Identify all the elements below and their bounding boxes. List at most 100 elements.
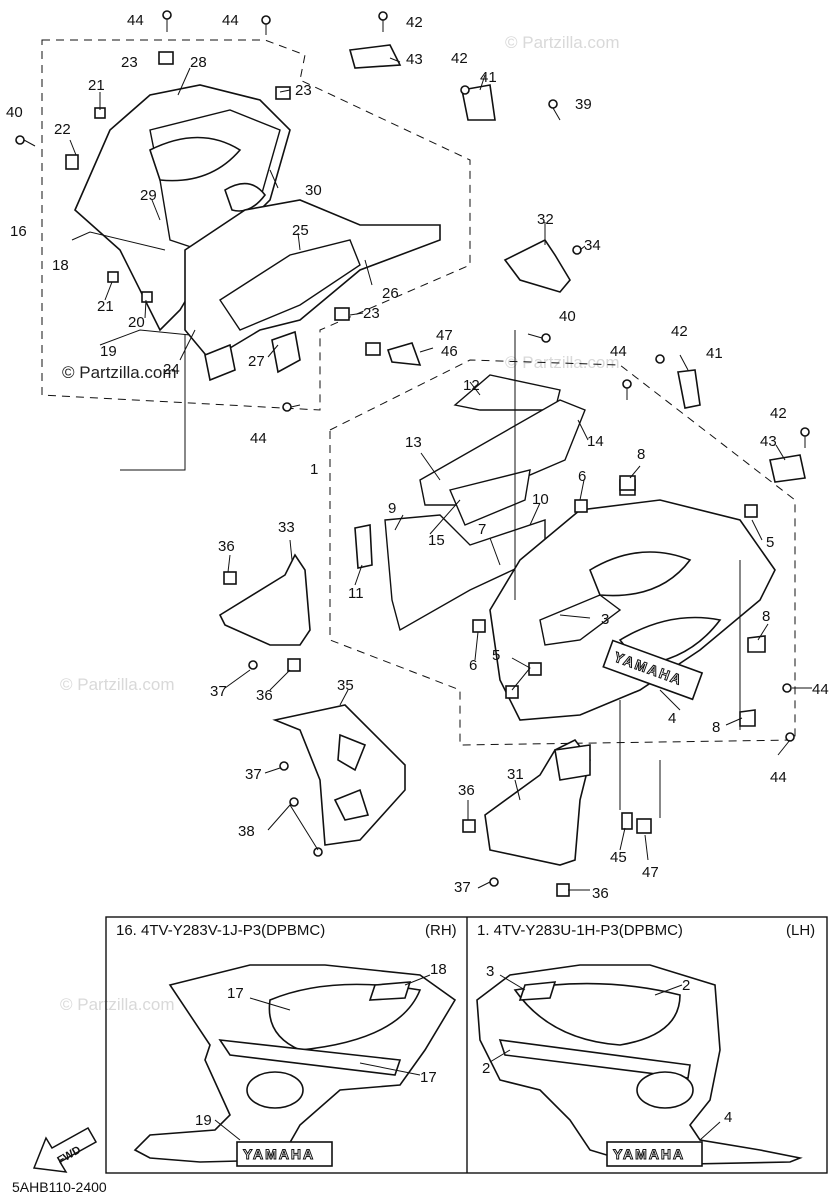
callout-40: 40 [6,104,23,121]
callout-9: 9 [388,500,396,517]
leader-lines [69,57,812,891]
callout-35: 35 [337,677,354,694]
callout-36: 36 [458,782,475,799]
callout-6: 6 [578,468,586,485]
callout-7: 7 [478,521,486,538]
callout-43: 43 [406,51,423,68]
callout-27: 27 [248,353,265,370]
callout-3: 3 [486,963,494,980]
watermark: © Partzilla.com [60,675,175,694]
panel-rh-title: 16. 4TV-Y283V-1J-P3(DPBMC) [116,922,325,939]
yamaha-logo-lh: YAMAHA [613,1146,685,1162]
callout-8: 8 [637,446,645,463]
callout-1: 1 [310,461,318,478]
callout-40: 40 [559,308,576,325]
callout-44: 44 [770,769,787,786]
callout-5: 5 [492,647,500,664]
callout-23: 23 [295,82,312,99]
callout-36: 36 [256,687,273,704]
callout-42: 42 [770,405,787,422]
callout-5: 5 [766,534,774,551]
callout-29: 29 [140,187,157,204]
callout-28: 28 [190,54,207,71]
callout-6: 6 [469,657,477,674]
callout-19: 19 [195,1112,212,1129]
callout-12: 12 [463,377,480,394]
bottom-panels: 16. 4TV-Y283V-1J-P3(DPBMC) (RH) 1. 4TV-Y… [105,916,828,1174]
group-16-boundary [41,39,471,411]
callout-22: 22 [54,121,71,138]
callout-42: 42 [451,50,468,67]
callout-18: 18 [52,257,69,274]
callout-8: 8 [712,719,720,736]
callout-44: 44 [610,343,627,360]
fwd-arrow-icon: FWD [32,1126,98,1173]
callout-17: 17 [227,985,244,1002]
callout-37: 37 [245,766,262,783]
callout-8: 8 [762,608,770,625]
callout-21: 21 [97,298,114,315]
callout-21: 21 [88,77,105,94]
fairing-rh-decal-view: YAMAHA 18 17 17 19 [133,961,457,1167]
callout-37: 37 [454,879,471,896]
callout-43: 43 [760,433,777,450]
yamaha-logo-rh: YAMAHA [243,1146,315,1162]
upper-fairing-rh [74,44,571,382]
callout-39: 39 [575,96,592,113]
callout-25: 25 [292,222,309,239]
panel-lh-title: 1. 4TV-Y283U-1H-P3(DPBMC) [477,922,683,939]
callout-16: 16 [10,223,27,240]
callout-44: 44 [127,12,144,29]
callout-31: 31 [507,766,524,783]
panel-lh-side: (LH) [786,922,815,939]
callout-32: 32 [537,211,554,228]
watermark-prominent: © Partzilla.com [62,363,177,382]
callout-2: 2 [682,977,690,994]
group-1-boundary [329,359,796,746]
callout-23: 23 [363,305,380,322]
drawing-code: 5AHB110-2400 [12,1179,107,1195]
watermark: © Partzilla.com [60,995,175,1014]
callout-17: 17 [420,1069,437,1086]
callout-36: 36 [218,538,235,555]
fairing-lh-decal-view: YAMAHA 3 2 2 4 [476,963,803,1167]
watermark: © Partzilla.com [505,353,620,372]
callout-36: 36 [592,885,609,902]
callout-42: 42 [671,323,688,340]
inner-panels [218,553,591,866]
callout-26: 26 [382,285,399,302]
panel-rh-side: (RH) [425,922,457,939]
callout-30: 30 [305,182,322,199]
lower-cowling-lh: YAMAHA [354,369,806,727]
callout-20: 20 [128,314,145,331]
callout-33: 33 [278,519,295,536]
callout-41: 41 [706,345,723,362]
callout-34: 34 [584,237,601,254]
callout-13: 13 [405,434,422,451]
callouts: 44 44 42 23 28 43 42 41 23 21 39 40 22 3… [6,12,829,902]
callout-4: 4 [668,710,676,727]
callout-44: 44 [812,681,829,698]
callout-42: 42 [406,14,423,31]
callout-44: 44 [222,12,239,29]
callout-10: 10 [532,491,549,508]
callout-2: 2 [482,1060,490,1077]
callout-47: 47 [642,864,659,881]
callout-23: 23 [121,54,138,71]
callout-41: 41 [480,69,497,86]
callout-15: 15 [428,532,445,549]
callout-44: 44 [250,430,267,447]
watermark: © Partzilla.com [505,33,620,52]
callout-38: 38 [238,823,255,840]
callout-18: 18 [430,961,447,978]
callout-19: 19 [100,343,117,360]
callout-14: 14 [587,433,604,450]
callout-46: 46 [441,343,458,360]
callout-3: 3 [601,611,609,628]
callout-45: 45 [610,849,627,866]
callout-47: 47 [436,327,453,344]
callout-4: 4 [724,1109,732,1126]
callout-11: 11 [348,585,364,602]
callout-37: 37 [210,683,227,700]
